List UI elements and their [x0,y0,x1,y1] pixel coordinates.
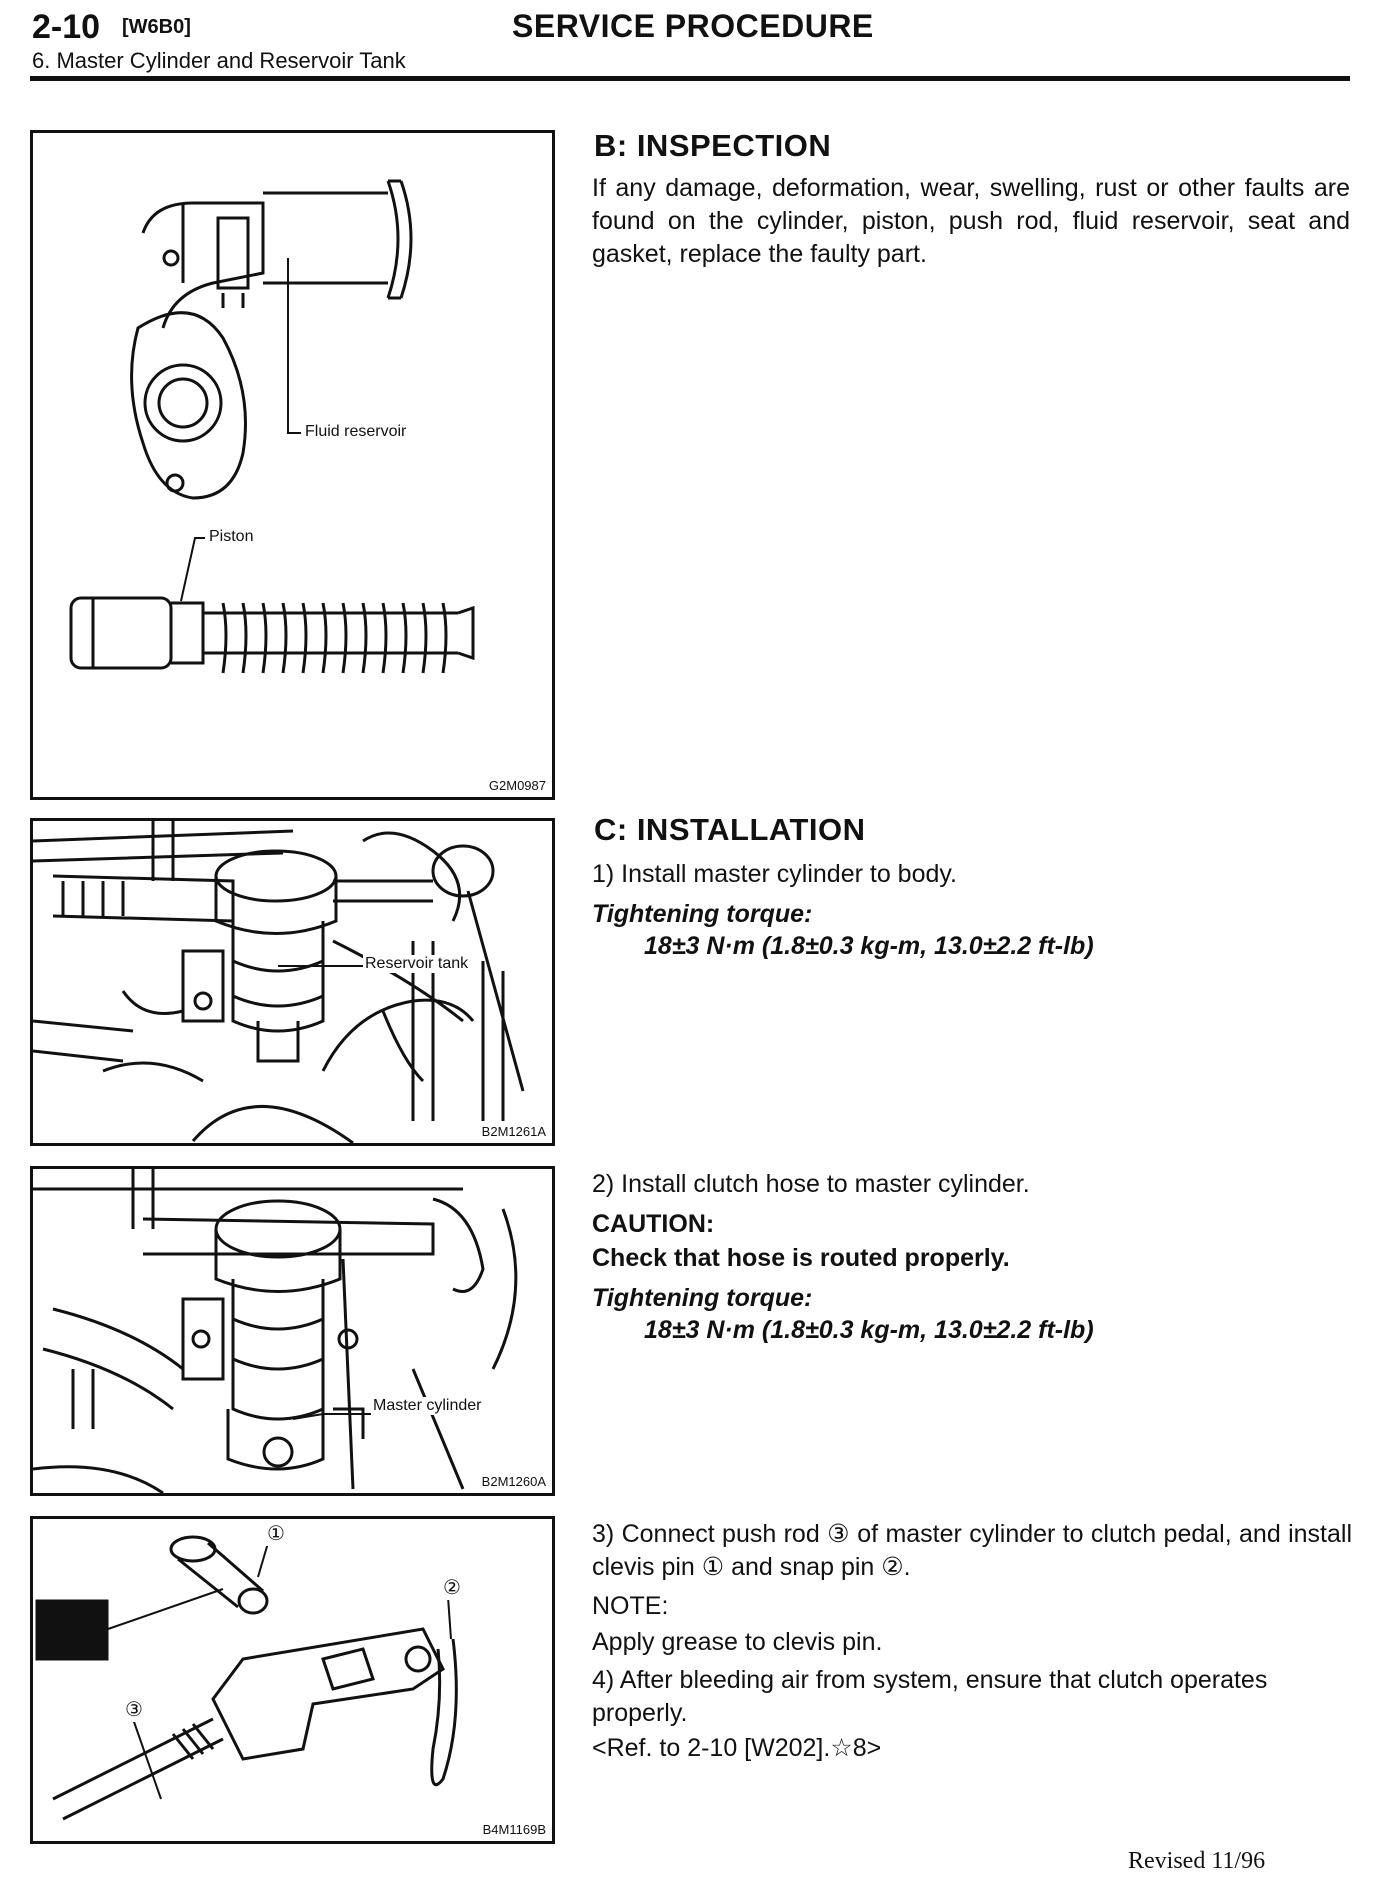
note-text: Apply grease to clevis pin. [592,1628,883,1656]
torque-value-2: 18±3 N·m (1.8±0.3 kg-m, 13.0±2.2 ft-lb) [644,1316,1094,1344]
figure-master-cylinder: Master cylinder B2M1260A [30,1166,555,1496]
step-1: 1) Install master cylinder to body. [592,860,957,888]
callout-snap-pin: ② [441,1575,463,1600]
section-code: [W6B0] [122,16,191,38]
figure-reservoir-tank: Reservoir tank B2M1261A [30,818,555,1146]
reservoir-piston-illustration [69,179,475,674]
torque-label-1: Tightening torque: [592,900,813,928]
reference-link: <Ref. to 2-10 [W202].☆8> [592,1734,882,1762]
callout-piston: Piston [207,528,256,546]
caution-text: Check that hose is routed properly. [592,1244,1010,1272]
figure-code: G2M0987 [488,778,546,793]
step-4: 4) After bleeding air from system, ensur… [592,1666,1268,1727]
page-number: 2-10 [32,8,101,46]
callout-push-rod: ③ [123,1697,145,1722]
revision-note: Revised 11/96 [1128,1848,1266,1874]
inspection-heading: B: INSPECTION [594,128,832,163]
installation-heading: C: INSTALLATION [594,812,866,847]
torque-value-1: 18±3 N·m (1.8±0.3 kg-m, 13.0±2.2 ft-lb) [644,932,1094,960]
callout-clevis-pin: ① [265,1521,287,1546]
inspection-body: If any damage, deformation, wear, swelli… [592,174,1350,268]
callout-reservoir-tank: Reservoir tank [363,955,471,973]
header-rule [30,76,1350,81]
figure-code: B2M1261A [481,1124,546,1139]
note-label: NOTE: [592,1592,669,1620]
page-title: SERVICE PROCEDURE [512,8,874,44]
page-subtitle: 6. Master Cylinder and Reservoir Tank [32,48,406,73]
torque-label-2: Tightening torque: [592,1284,813,1312]
step-2: 2) Install clutch hose to master cylinde… [592,1170,1030,1198]
caution-label: CAUTION: [592,1210,715,1238]
clevis-pin-illustration [35,1535,458,1821]
figure-code: B4M1169B [482,1822,546,1837]
callout-master-cylinder: Master cylinder [371,1397,484,1415]
figure-code: B2M1260A [481,1474,546,1489]
reservoir-tank-illustration [33,821,525,1143]
callout-fluid-reservoir: Fluid reservoir [303,423,409,441]
master-cylinder-illustration [33,1169,518,1493]
figure-reservoir-piston: Fluid reservoir Piston G2M0987 [30,130,555,800]
step-3: 3) Connect push rod ③ of master cylinder… [592,1520,1352,1581]
figure-clevis-pin: ① ② ③ B4M1169B [30,1516,555,1844]
